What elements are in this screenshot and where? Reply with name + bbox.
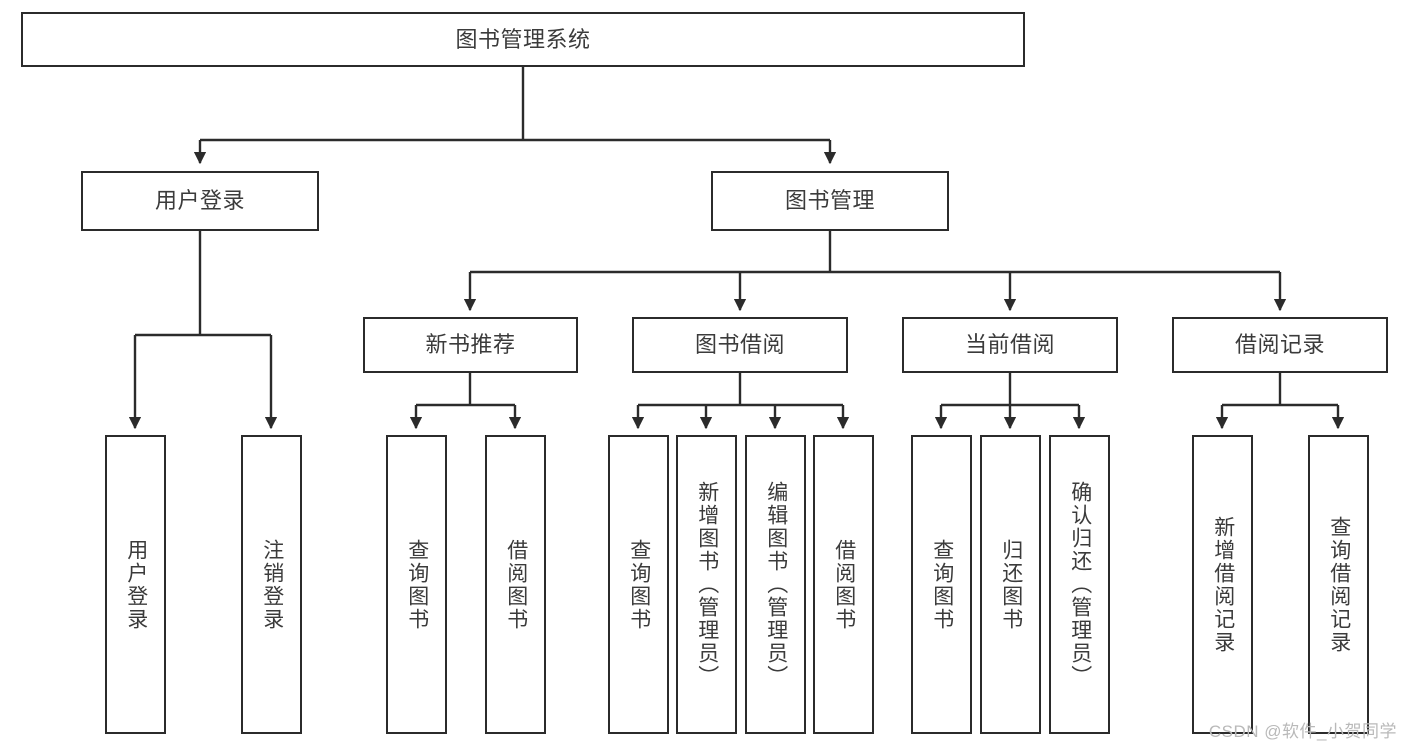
- node-label: 借阅图书: [504, 538, 528, 631]
- node-leaf-return-book[interactable]: 归还图书: [980, 435, 1041, 734]
- node-leaf-query-book-1[interactable]: 查询图书: [386, 435, 447, 734]
- node-leaf-edit-book[interactable]: 编辑图书（管理员）: [745, 435, 806, 734]
- node-leaf-query-book-2[interactable]: 查询图书: [608, 435, 669, 734]
- node-label: 查询图书: [627, 538, 651, 631]
- node-leaf-confirm-return[interactable]: 确认归还（管理员）: [1049, 435, 1110, 734]
- node-leaf-query-record[interactable]: 查询借阅记录: [1308, 435, 1369, 734]
- node-current-borrow[interactable]: 当前借阅: [902, 317, 1118, 373]
- node-label: 注销登录: [260, 538, 284, 631]
- node-leaf-add-book[interactable]: 新增图书（管理员）: [676, 435, 737, 734]
- node-label: 查询图书: [405, 538, 429, 631]
- node-label: 借阅记录: [1234, 332, 1325, 358]
- node-borrow-record[interactable]: 借阅记录: [1172, 317, 1388, 373]
- node-leaf-logout-login[interactable]: 注销登录: [241, 435, 302, 734]
- node-label: 当前借阅: [964, 332, 1055, 358]
- node-new-book-recommend[interactable]: 新书推荐: [363, 317, 578, 373]
- node-book-borrow[interactable]: 图书借阅: [632, 317, 848, 373]
- node-label: 图书管理: [784, 188, 875, 214]
- node-leaf-borrow-book-1[interactable]: 借阅图书: [485, 435, 546, 734]
- node-label: 借阅图书: [832, 538, 856, 631]
- node-label: 编辑图书（管理员）: [764, 481, 788, 688]
- node-label: 用户登录: [154, 188, 245, 214]
- node-label: 用户登录: [124, 538, 148, 631]
- node-label: 图书借阅: [694, 332, 785, 358]
- node-label: 新书推荐: [425, 332, 516, 358]
- node-label: 新增图书（管理员）: [695, 481, 719, 688]
- watermark-text: CSDN @软件_小贺同学: [1208, 722, 1397, 741]
- node-user-login[interactable]: 用户登录: [81, 171, 319, 231]
- node-label: 新增借阅记录: [1211, 515, 1235, 654]
- node-leaf-borrow-book-2[interactable]: 借阅图书: [813, 435, 874, 734]
- node-book-manage[interactable]: 图书管理: [711, 171, 949, 231]
- node-leaf-query-book-3[interactable]: 查询图书: [911, 435, 972, 734]
- node-label: 确认归还（管理员）: [1068, 481, 1092, 688]
- node-book-management-system[interactable]: 图书管理系统: [21, 12, 1025, 67]
- node-label: 查询借阅记录: [1327, 515, 1351, 654]
- node-leaf-add-record[interactable]: 新增借阅记录: [1192, 435, 1253, 734]
- node-label: 查询图书: [930, 538, 954, 631]
- node-leaf-user-login[interactable]: 用户登录: [105, 435, 166, 734]
- node-label: 图书管理系统: [455, 26, 591, 52]
- node-label: 归还图书: [999, 538, 1023, 631]
